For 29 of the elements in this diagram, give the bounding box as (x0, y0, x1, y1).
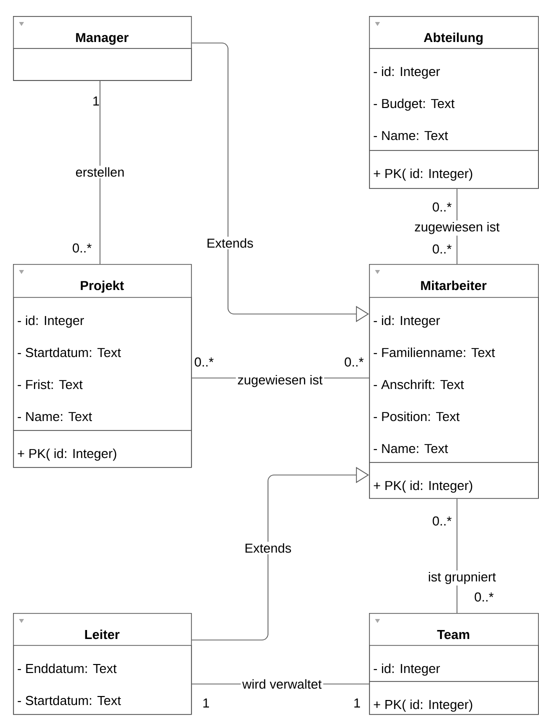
multiplicity: 0..* (432, 516, 452, 526)
association-line (456, 498, 458, 614)
class-box: Manager (13, 16, 192, 81)
compartment: - id: Integer - Budget: Text - Name: Text (369, 48, 539, 151)
compartment: + PK( id: Integer) (13, 430, 192, 468)
compartment: - Enddatum: Text - Startdatum: Text (13, 645, 192, 715)
edge-label: Extends (243, 542, 293, 554)
multiplicity: 0..* (474, 592, 494, 602)
edge-label: zugewiesen ist (412, 220, 502, 236)
multiplicity: 0..* (432, 244, 452, 254)
compartment: - id: Integer - Familienname: Text - Anschrift: Text - Position: Text - Name: Text (369, 297, 539, 463)
compartment: + PK( id: Integer) (369, 150, 539, 189)
multiplicity: 0..* (344, 357, 364, 367)
edge-label: zugewiesen ist (236, 373, 324, 389)
edge-label: Extends (205, 236, 255, 250)
multiplicity: 0..* (72, 243, 92, 253)
compartment: + PK( id: Integer) (369, 681, 539, 715)
generalization-arrow (191, 466, 369, 640)
multiplicity: 1 (93, 96, 99, 106)
compartment: - id: Integer - Startdatum: Text - Frist: Text - Name: Text (13, 297, 192, 431)
multiplicity: 0..* (432, 202, 452, 212)
edge-label: erstellen (74, 166, 126, 178)
compartment: - id: Integer (369, 645, 539, 682)
multiplicity: 0..* (194, 357, 214, 367)
compartment (13, 48, 192, 81)
edge-label: ist grupniert (426, 570, 498, 586)
compartment: + PK( id: Integer) (369, 462, 539, 499)
edge-label: wird verwaltet (240, 678, 324, 690)
multiplicity: 1 (354, 698, 360, 708)
